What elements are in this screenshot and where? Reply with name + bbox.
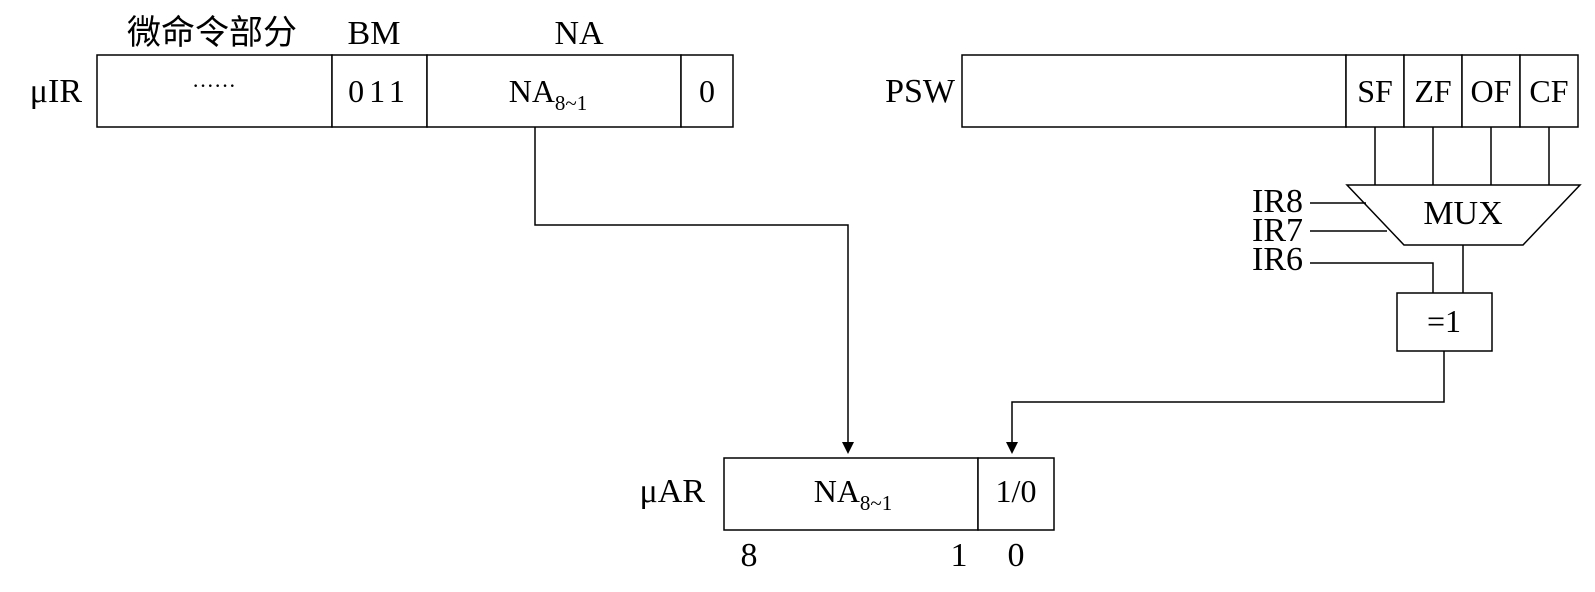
uir-last-bit: 0: [699, 73, 715, 109]
uir-na-field: [426, 54, 682, 128]
xor-gate-box: [1396, 292, 1493, 352]
mux-shape: [1345, 184, 1582, 246]
uar-bit-label-8: 8: [741, 537, 758, 574]
uir-bm-field: [331, 54, 428, 128]
uar-low-bit-field: [977, 457, 1055, 531]
uar-na-main: NA: [814, 473, 860, 509]
mux-block: MUX IR8 IR7 IR6: [1252, 183, 1582, 293]
psw-flag-of: [1461, 54, 1521, 128]
mux-input-ir8: IR8: [1252, 183, 1303, 220]
mux-input-ir7: IR7: [1252, 212, 1303, 249]
xor-gate: =1: [1396, 292, 1493, 352]
uar-bit-label-1: 1: [951, 537, 968, 574]
uir-register: μIR ······ 011 NA8~1 0: [30, 54, 734, 128]
uar-bit-label-0: 0: [1008, 537, 1025, 574]
uir-na-text: NA8~1: [509, 73, 588, 115]
uar-na-text: NA8~1: [814, 473, 893, 515]
uar-register: μAR NA8~1 1/0 8 1 0: [640, 457, 1055, 574]
na-to-uar-wire: [534, 127, 854, 454]
psw-main-field: [961, 54, 1347, 128]
psw-flag-zf-label: ZF: [1414, 73, 1451, 109]
mux-label: MUX: [1423, 195, 1502, 232]
flag-wires: [1374, 127, 1550, 185]
psw-flag-sf-label: SF: [1357, 73, 1393, 109]
na-header: NA: [554, 15, 604, 52]
uir-dots: ······: [192, 73, 236, 98]
uar-low-bit: 1/0: [996, 473, 1037, 509]
psw-flag-zf: [1403, 54, 1463, 128]
uar-na-subscript: 8~1: [860, 491, 892, 515]
mux-input-ir6: IR6: [1252, 241, 1303, 278]
uir-micro-command-field: [96, 54, 333, 128]
uir-last-bit-field: [680, 54, 734, 128]
uir-label: μIR: [30, 73, 83, 110]
xor-gate-label: =1: [1427, 303, 1461, 339]
psw-label: PSW: [885, 73, 956, 110]
uar-label: μAR: [640, 473, 706, 510]
psw-flag-cf: [1519, 54, 1579, 128]
uir-na-subscript: 8~1: [555, 91, 587, 115]
bm-header: BM: [348, 15, 401, 52]
psw-flag-sf: [1345, 54, 1405, 128]
micro-command-header: 微命令部分: [127, 14, 297, 52]
psw-flag-of-label: OF: [1471, 73, 1512, 109]
xor-to-uar-wire: [1006, 351, 1445, 454]
psw-register: PSW SF ZF OF CF: [885, 54, 1579, 128]
uir-bm-value: 011: [348, 73, 410, 109]
uir-na-main: NA: [509, 73, 555, 109]
psw-flag-cf-label: CF: [1529, 73, 1568, 109]
